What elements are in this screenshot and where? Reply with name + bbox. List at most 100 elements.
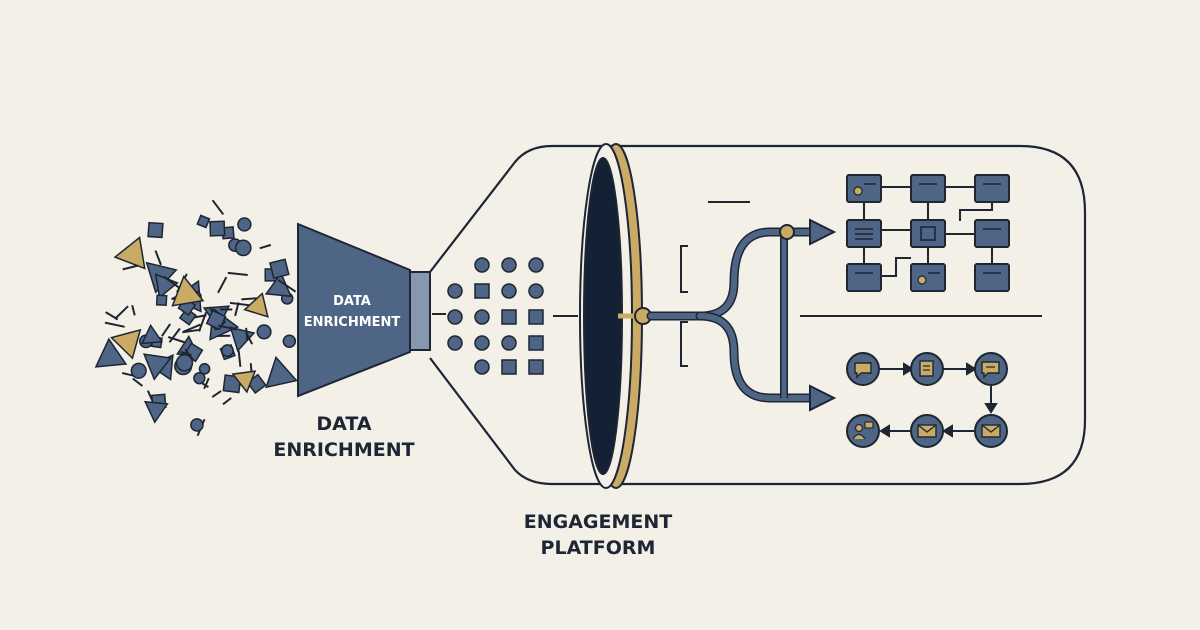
enriched-data-grid bbox=[447, 257, 544, 375]
user-head bbox=[854, 423, 864, 433]
node-circle-icon bbox=[846, 174, 882, 203]
fragment-square bbox=[205, 309, 227, 331]
fragment-dash bbox=[217, 324, 238, 331]
branch-junction bbox=[779, 224, 795, 240]
cycle-nodes bbox=[846, 352, 1008, 448]
platform-portal bbox=[579, 143, 643, 489]
grid-dot bbox=[474, 359, 490, 375]
workflow-connectors bbox=[863, 186, 993, 277]
chat-bubble-icon bbox=[846, 352, 880, 386]
envelope-flap bbox=[981, 424, 1001, 433]
fragment-dash bbox=[229, 301, 252, 307]
doc-shape bbox=[919, 360, 934, 377]
fragment-dash bbox=[234, 302, 240, 317]
node-inner-square bbox=[920, 226, 936, 241]
fragment-circle bbox=[190, 418, 204, 432]
fragment-dash bbox=[114, 305, 129, 320]
message-shape bbox=[981, 361, 1000, 379]
fragment-dash bbox=[198, 311, 208, 332]
fragment-dash bbox=[277, 279, 297, 293]
node-dot bbox=[917, 275, 927, 285]
fragment-circle bbox=[130, 362, 147, 379]
grid-dot bbox=[474, 257, 490, 273]
fragment-triangle bbox=[171, 274, 205, 307]
fragment-square bbox=[196, 214, 211, 229]
message-icon bbox=[974, 352, 1008, 386]
fragment-circle bbox=[234, 239, 252, 257]
lower-bracket bbox=[680, 321, 688, 367]
fragment-triangle bbox=[142, 353, 172, 381]
grid-dot bbox=[447, 335, 463, 351]
fragment-circle bbox=[193, 371, 206, 385]
fragment-triangle bbox=[229, 326, 256, 353]
cycle-node-circle bbox=[846, 414, 880, 448]
fragment-triangle bbox=[110, 328, 142, 360]
enrichment-funnel: DATA ENRICHMENT bbox=[297, 222, 431, 398]
user-body bbox=[852, 433, 866, 440]
fragment-square bbox=[209, 220, 226, 237]
fragment-dash bbox=[183, 323, 201, 333]
lower-arrowhead bbox=[809, 384, 837, 412]
node-list-icon bbox=[846, 219, 882, 248]
fragment-triangle bbox=[113, 236, 146, 270]
fragment-square bbox=[147, 221, 164, 239]
grid-square bbox=[501, 359, 517, 375]
fragment-circle bbox=[256, 324, 272, 340]
fragment-dash bbox=[167, 336, 187, 344]
fragment-dash bbox=[154, 250, 162, 266]
fragment-triangle bbox=[265, 355, 298, 389]
fragment-triangle bbox=[143, 400, 169, 424]
grid-dot bbox=[501, 335, 517, 351]
grid-dot bbox=[447, 283, 463, 299]
fragment-circle bbox=[198, 363, 211, 375]
fragment-square bbox=[155, 294, 168, 307]
grid-square bbox=[474, 283, 490, 299]
node-box bbox=[846, 174, 882, 203]
node-icon bbox=[974, 219, 1010, 248]
node-square-icon bbox=[910, 219, 946, 248]
platform-capsule-outline bbox=[429, 144, 1087, 486]
fragment-circle bbox=[282, 334, 297, 349]
grid-square bbox=[528, 309, 544, 325]
grid-dot bbox=[501, 257, 517, 273]
fragment-dash bbox=[227, 271, 248, 276]
fragment-triangle bbox=[231, 370, 257, 394]
channel-cycle bbox=[846, 352, 1008, 448]
fragment-dash bbox=[259, 243, 272, 250]
node-box bbox=[974, 263, 1010, 292]
fragment-dash bbox=[180, 350, 192, 357]
grid-square bbox=[528, 359, 544, 375]
upper-arrowhead bbox=[809, 218, 837, 246]
fragment-triangle bbox=[243, 292, 269, 318]
fragment-dash bbox=[222, 397, 232, 406]
node-icon bbox=[974, 263, 1010, 292]
fragment-dash bbox=[131, 304, 136, 316]
node-box bbox=[910, 263, 946, 292]
fragment-dash bbox=[211, 390, 222, 398]
data-enrichment-label-line2: ENRICHMENT bbox=[273, 439, 414, 461]
fragment-dash bbox=[132, 377, 144, 387]
fragment-triangle bbox=[94, 337, 128, 368]
fragment-dash bbox=[203, 377, 210, 390]
bubble-shape bbox=[854, 362, 872, 379]
fragment-dash bbox=[161, 323, 172, 337]
engagement-platform-label-line1: ENGAGEMENT bbox=[524, 511, 673, 533]
fragment-dash bbox=[104, 321, 125, 328]
funnel-nozzle bbox=[409, 271, 431, 351]
funnel-label-line2: ENRICHMENT bbox=[304, 315, 401, 330]
grid-dot bbox=[474, 335, 490, 351]
workflow-graph bbox=[846, 174, 1010, 292]
fragment-circle bbox=[175, 354, 194, 372]
grid-square bbox=[528, 335, 544, 351]
node-box bbox=[910, 219, 946, 248]
envelope-icon bbox=[910, 414, 944, 448]
node-icon bbox=[974, 174, 1010, 203]
engagement-platform-label-line2: PLATFORM bbox=[541, 537, 656, 559]
grid-dot bbox=[501, 283, 517, 299]
cycle-arrows bbox=[879, 362, 998, 438]
node-circle-icon bbox=[910, 263, 946, 292]
fragment-dash bbox=[217, 276, 228, 294]
portal-opening bbox=[583, 157, 623, 475]
